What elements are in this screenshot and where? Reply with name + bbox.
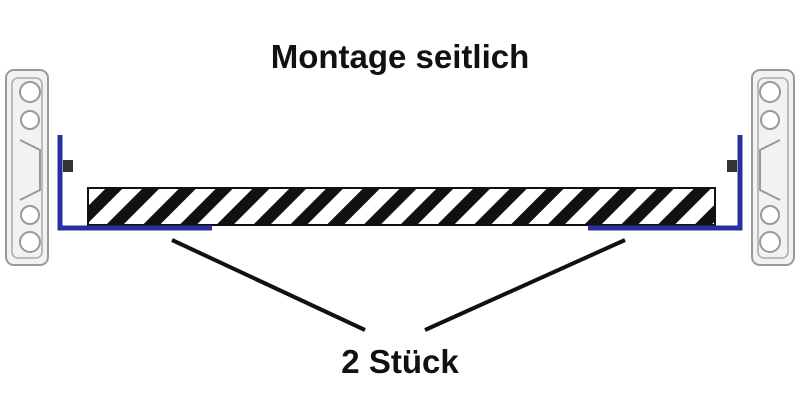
count-label: 2 Stück bbox=[341, 343, 459, 380]
pointer-line-right bbox=[424, 238, 626, 332]
right-rail bbox=[751, 69, 795, 266]
left-rail bbox=[5, 69, 49, 266]
right-bracket bbox=[588, 135, 743, 231]
left-bracket bbox=[57, 135, 212, 231]
left-screw-icon bbox=[63, 160, 73, 172]
diagram-title: Montage seitlich bbox=[270, 38, 530, 75]
pointer-line-left bbox=[171, 238, 366, 332]
hatched-panel bbox=[87, 187, 716, 226]
right-screw-icon bbox=[727, 160, 737, 172]
